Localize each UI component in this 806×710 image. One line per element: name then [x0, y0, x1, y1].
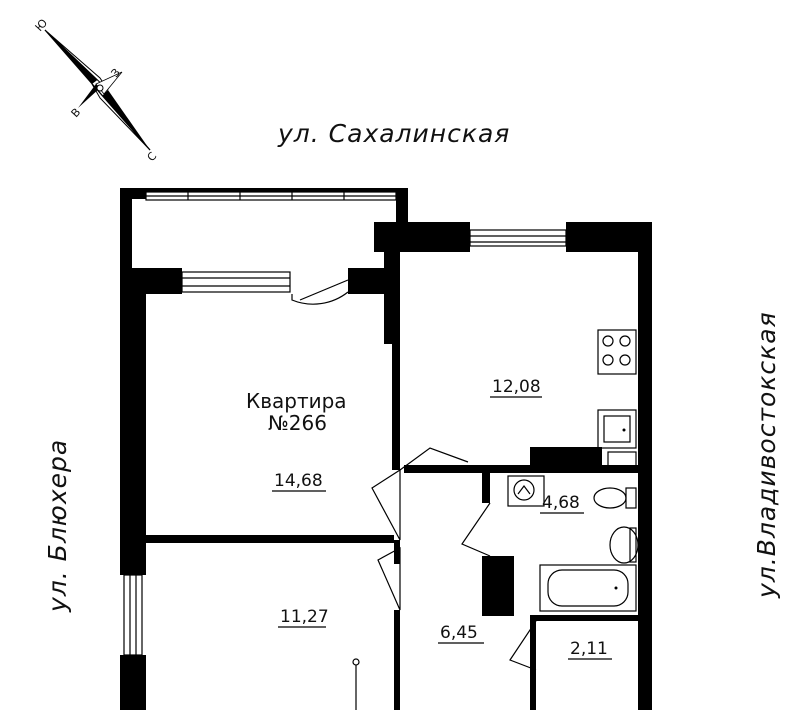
- compass-south-label: Ю: [33, 16, 51, 34]
- apartment-number: №266: [268, 411, 327, 435]
- compass-north-label: С: [145, 149, 160, 164]
- walls: [120, 188, 652, 710]
- area-room-small: 11,27: [280, 607, 329, 627]
- street-west-label: ул. Блюхера: [43, 439, 72, 613]
- bathroom-fixtures: [507, 475, 639, 612]
- doors: [291, 279, 537, 671]
- area-hallway: 6,45: [440, 623, 478, 643]
- kitchen-fixtures: [597, 329, 637, 467]
- street-north-label: ул. Сахалинская: [277, 119, 510, 148]
- area-bathroom: 4,68: [542, 493, 580, 513]
- area-room-large: 14,68: [274, 471, 323, 491]
- area-closet: 2,11: [570, 639, 608, 659]
- street-east-label: ул.Владивостокская: [752, 311, 781, 599]
- compass-west-label: В: [69, 106, 84, 120]
- apartment-label: Квартира: [246, 389, 347, 413]
- area-kitchen: 12,08: [492, 377, 541, 397]
- ceiling-light: [352, 658, 360, 710]
- windows: [123, 191, 567, 656]
- compass-rose: Ю З В С: [33, 16, 160, 164]
